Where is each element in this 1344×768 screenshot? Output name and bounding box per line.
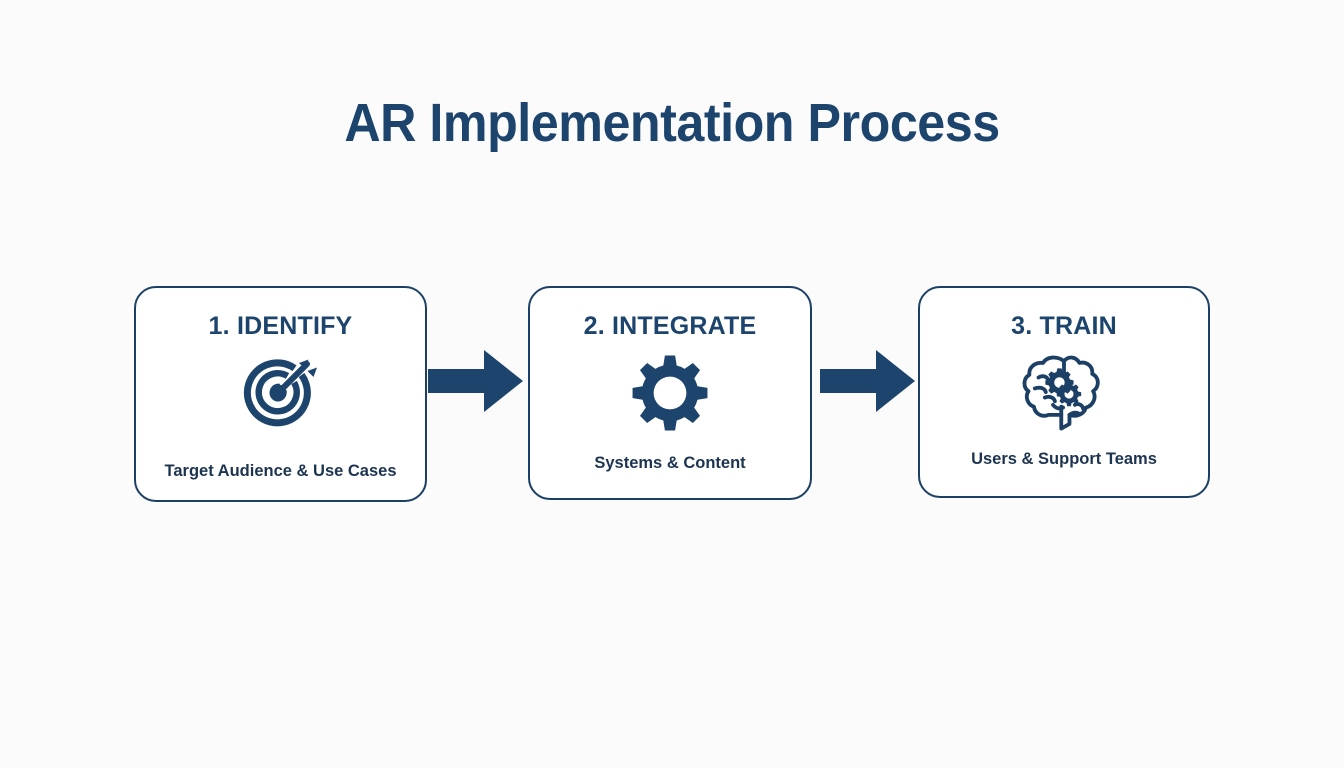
step-card-train[interactable]: 3. TRAIN bbox=[918, 286, 1210, 498]
step-card-integrate[interactable]: 2. INTEGRATE Systems & Content bbox=[528, 286, 812, 500]
step-card-identify[interactable]: 1. IDENTIFY bbox=[134, 286, 427, 502]
page-title: AR Implementation Process bbox=[344, 93, 1000, 153]
brain-gears-icon bbox=[1018, 353, 1110, 433]
step-heading: 2. INTEGRATE bbox=[583, 312, 757, 340]
arrow-right-icon bbox=[820, 348, 915, 414]
step-caption: Target Audience & Use Cases bbox=[164, 461, 397, 480]
target-icon bbox=[239, 353, 323, 433]
step-caption: Systems & Content bbox=[594, 453, 746, 472]
gear-icon bbox=[631, 353, 709, 433]
step-heading: 1. IDENTIFY bbox=[208, 312, 353, 340]
process-flow: 1. IDENTIFY bbox=[134, 286, 1210, 504]
step-caption: Users & Support Teams bbox=[971, 449, 1157, 468]
step-heading: 3. TRAIN bbox=[1011, 312, 1117, 340]
arrow-right-icon bbox=[428, 348, 523, 414]
